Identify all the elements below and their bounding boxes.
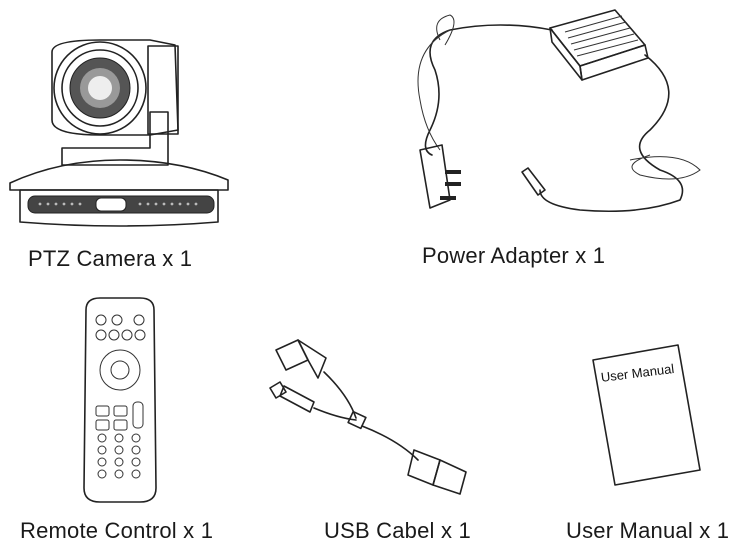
usb-cable-item: USB Cabel x 1 xyxy=(248,290,498,552)
user-manual-illustration xyxy=(592,344,701,486)
remote-caption: Remote Control x 1 xyxy=(20,518,214,543)
camera-caption: PTZ Camera x 1 xyxy=(28,246,193,271)
ptz-camera-illustration xyxy=(9,39,229,227)
ptz-camera-item: PTZ Camera x 1 xyxy=(0,0,240,280)
remote-control-illustration xyxy=(83,297,157,503)
power-adapter-item: Power Adapter x 1 xyxy=(390,0,744,280)
usb-cable-illustration xyxy=(269,339,467,495)
adapter-caption: Power Adapter x 1 xyxy=(422,243,606,268)
power-adapter-illustration xyxy=(417,9,701,213)
user-manual-item: User Manual User Manual x 1 xyxy=(560,290,744,552)
remote-control-item: Remote Control x 1 xyxy=(0,290,240,552)
manual-caption: User Manual x 1 xyxy=(566,518,730,543)
usb-caption: USB Cabel x 1 xyxy=(324,518,471,543)
